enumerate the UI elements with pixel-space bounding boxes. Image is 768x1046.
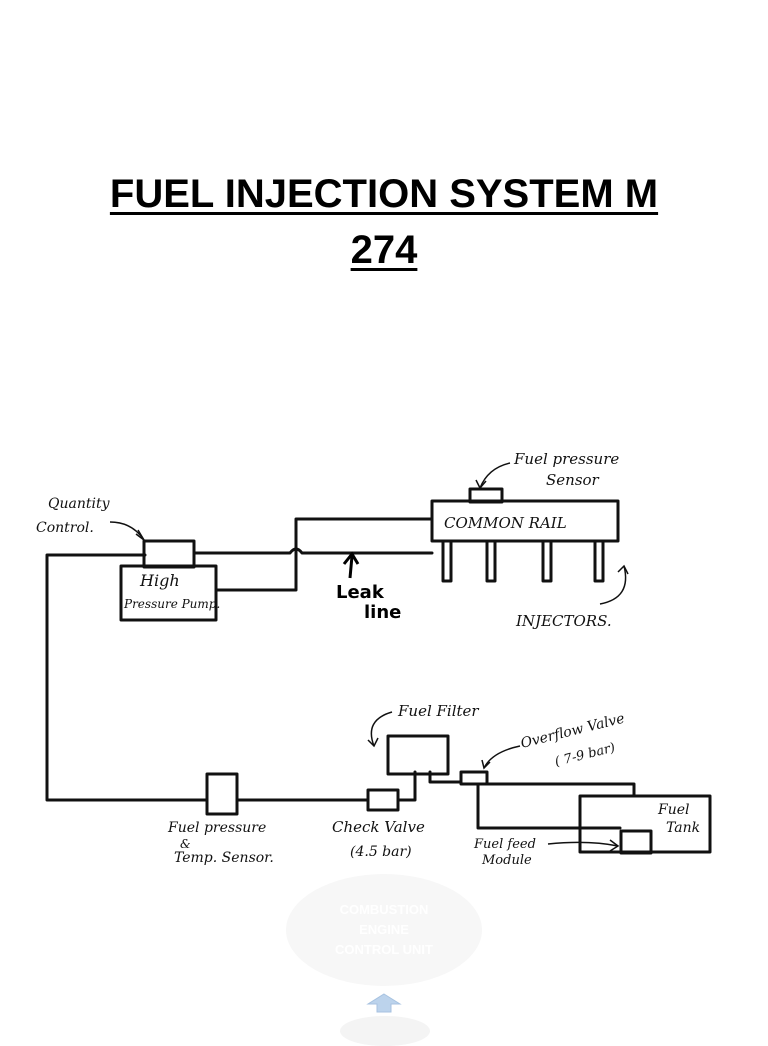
- overflow-valve-box: [459, 770, 489, 786]
- pump-to-rail-line: [192, 547, 434, 555]
- label-high-pressure-pump-2: Pressure Pump.: [123, 597, 220, 611]
- line-filter-to-overflow: [428, 770, 463, 784]
- label-quantity-control-1: Quantity: [48, 496, 111, 512]
- line-to-feed-module: [476, 782, 622, 830]
- up-arrow-icon: [366, 993, 402, 1013]
- line-overflow-to-tank: [485, 782, 636, 798]
- label-fuel-filter: Fuel Filter: [397, 702, 479, 720]
- common-rail-box: [430, 499, 620, 543]
- injector-1: [441, 539, 453, 583]
- label-fuel-tank-1: Fuel: [657, 802, 690, 818]
- label-feed-module-2: Module: [481, 853, 532, 868]
- leader-feed-module: [547, 841, 619, 847]
- engine-control-unit-watermark: COMBUSTION ENGINE CONTROL UNIT: [286, 874, 482, 986]
- label-common-rail: COMMON RAIL: [444, 514, 567, 532]
- injector-2: [485, 539, 497, 583]
- watermark-line-3: CONTROL UNIT: [335, 942, 433, 957]
- label-temp-sensor-3: Temp. Sensor.: [174, 850, 274, 866]
- page-title: FUEL INJECTION SYSTEM M 274: [0, 166, 768, 278]
- check-valve-box: [366, 788, 400, 812]
- label-feed-module-1: Fuel feed: [473, 837, 536, 852]
- label-injectors: INJECTORS.: [515, 612, 612, 630]
- label-temp-sensor-1: Fuel pressure: [167, 820, 266, 836]
- fuel-filter-box: [386, 734, 450, 776]
- leader-fuel-filter: [370, 711, 393, 747]
- label-temp-sensor-2: &: [180, 837, 191, 851]
- leak-line: [214, 517, 434, 592]
- leader-injectors: [599, 565, 627, 605]
- bottom-ghost-shape: [340, 1016, 430, 1046]
- label-fuel-pressure-sensor-2: Sensor: [546, 471, 600, 489]
- return-line-left: [45, 553, 209, 802]
- fuel-pressure-sensor-box: [468, 487, 504, 504]
- injector-3: [541, 539, 553, 583]
- label-check-valve-1: Check Valve: [332, 818, 425, 836]
- title-line-2: 274: [350, 228, 418, 272]
- label-quantity-control-2: Control.: [36, 520, 94, 536]
- fuel-feed-module-box: [619, 829, 653, 855]
- high-pressure-pump-box: [119, 564, 218, 622]
- leader-fuel-pressure-sensor: [479, 462, 511, 489]
- watermark-line-2: ENGINE: [359, 922, 409, 937]
- leader-overflow-valve: [483, 745, 521, 769]
- label-leak-line-2: line: [364, 602, 401, 623]
- quantity-control-box: [142, 539, 196, 569]
- label-high-pressure-pump-1: High: [139, 571, 180, 590]
- label-overflow-valve-2: ( 7-9 bar): [553, 740, 616, 769]
- label-fuel-pressure-sensor-1: Fuel pressure: [513, 450, 619, 468]
- label-check-valve-2: (4.5 bar): [350, 844, 412, 860]
- label-leak-line-1: Leak: [336, 582, 385, 603]
- injector-4: [593, 539, 605, 583]
- title-line-1: FUEL INJECTION SYSTEM M: [109, 172, 659, 216]
- line-check-to-filter: [396, 770, 417, 802]
- watermark-line-1: COMBUSTION: [339, 902, 429, 917]
- leak-line-arrow: [342, 551, 360, 579]
- temp-sensor-box: [205, 772, 239, 816]
- label-fuel-tank-2: Tank: [666, 820, 700, 836]
- fuel-system-diagram: Quantity Control. High Pressure Pump. Fu…: [36, 450, 712, 868]
